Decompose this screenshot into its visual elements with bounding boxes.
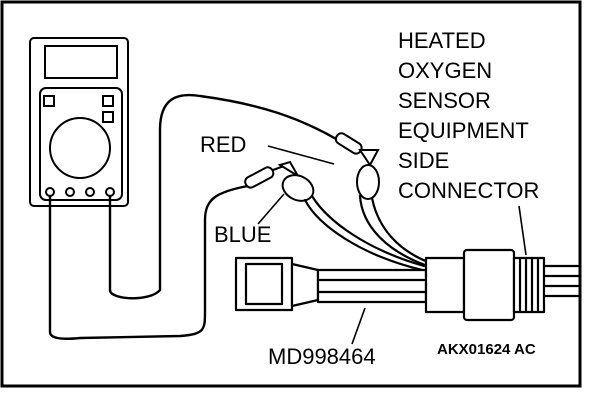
red-alligator-clip bbox=[356, 149, 380, 200]
tool-part-number: MD998464 bbox=[268, 344, 376, 369]
connector-title-line-1: HEATED bbox=[398, 28, 486, 53]
connector-title-line-4: EQUIPMENT bbox=[398, 118, 529, 143]
multimeter-button bbox=[102, 111, 114, 123]
figure-code: AKX01624 AC bbox=[437, 341, 536, 358]
red-label: RED bbox=[200, 132, 246, 157]
connector-title-line-5: SIDE bbox=[398, 148, 449, 173]
blue-label: BLUE bbox=[214, 222, 271, 247]
figure-frame bbox=[0, 0, 582, 388]
connector-title-line-6: CONNECTOR bbox=[398, 178, 539, 203]
sensor-wires bbox=[544, 264, 580, 298]
blue-test-lead bbox=[48, 184, 250, 340]
connector-title-line-3: SENSOR bbox=[398, 88, 491, 113]
multimeter-jack bbox=[85, 187, 95, 197]
junction-block bbox=[424, 256, 466, 314]
multimeter-dial bbox=[49, 117, 111, 179]
clip-wires bbox=[303, 194, 430, 272]
blue-alligator-clip bbox=[277, 160, 315, 202]
harness-tool bbox=[234, 248, 546, 322]
leader-lines bbox=[257, 145, 527, 345]
connector-title-line-2: OXYGEN bbox=[398, 58, 492, 83]
blue-probe bbox=[244, 165, 285, 189]
multimeter bbox=[29, 37, 129, 207]
left-connector bbox=[234, 256, 294, 312]
multimeter-button bbox=[43, 95, 55, 107]
test-leads bbox=[48, 93, 340, 340]
red-test-lead bbox=[108, 93, 340, 300]
multimeter-display bbox=[44, 45, 118, 79]
multimeter-jack bbox=[65, 187, 75, 197]
multimeter-button bbox=[102, 95, 114, 107]
